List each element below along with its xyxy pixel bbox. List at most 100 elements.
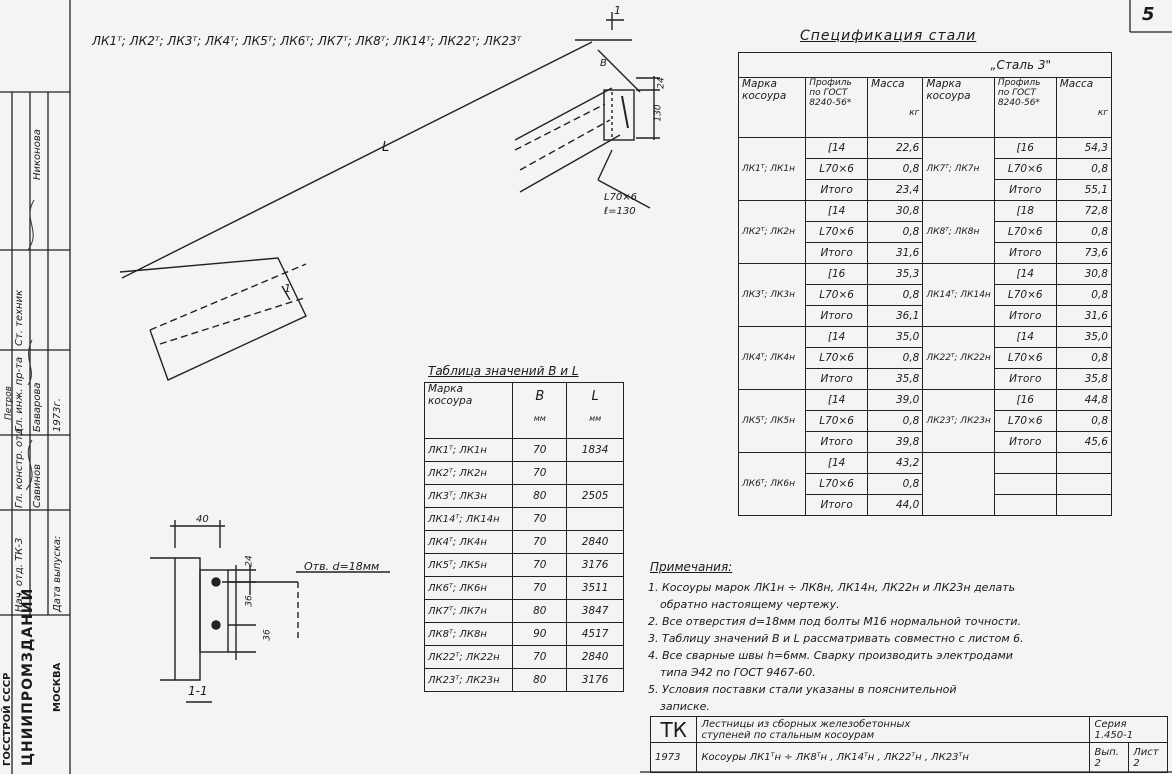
note-line: обратно настоящему чертежу. [660,598,840,611]
spec-profile-cell: [14 [805,452,869,474]
dim-130-label: 130 [653,104,664,122]
spec-profile-cell: [14 [805,389,869,411]
spec-mass-cell: 45,6 [1055,431,1113,453]
values-cell-l [566,507,624,531]
values-cell-l: 2840 [566,645,624,669]
spec-mass-cell: 35,3 [867,263,924,285]
spec-header-mass-text: Масса [871,78,905,90]
spec-table: „Сталь 3" Марка косоура Профиль по ГОСТ … [737,52,1113,516]
values-cell-l [566,461,624,485]
spec-profile-cell: Итого [805,494,869,516]
spec-profile-cell: L70×6 [805,158,869,180]
spec-profile-cell: Итого [805,179,869,201]
values-header-l-unit: мм [589,414,602,423]
spec-mass-cell: 54,3 [1055,137,1113,159]
angle-profile-label: L70×6 [604,192,638,203]
note-line: 2. Все отверстия d=18мм под болты М16 но… [648,615,1022,628]
spec-mark-left: ЛК2ᵀ; ЛК2н [737,200,807,264]
spec-mark-left: ЛК5ᵀ; ЛК5н [737,389,807,453]
spec-mass-cell: 39,8 [867,431,924,453]
values-cell-l: 1834 [566,438,624,462]
spec-mass-cell: 0,8 [1055,410,1113,432]
spec-profile-cell: Итого [805,242,869,264]
spec-mark-right: ЛК7ᵀ; ЛК7н [922,137,995,201]
tb-year: 1973 [649,742,698,773]
note-line: записке. [660,700,710,713]
values-cell-b: 70 [512,530,568,554]
spec-profile-cell: L70×6 [993,410,1057,432]
stamp-city: МОСКВА [52,662,63,712]
notes-list: 1. Косоуры марок ЛК1н ÷ ЛК8н, ЛК14н, ЛК2… [648,580,1024,716]
dim-40-label: 40 [196,514,209,525]
spec-mark-left: ЛК4ᵀ; ЛК4н [737,326,807,390]
tb-list: Лист 2 [1128,742,1168,773]
spec-profile-cell: [14 [993,326,1057,348]
spec-profile-cell: L70×6 [805,410,869,432]
values-header-l-text: L [591,389,599,404]
spec-mass-cell: 30,8 [1055,263,1113,285]
spec-mass-cell: 31,6 [867,242,924,264]
values-cell-l: 3847 [566,599,624,623]
note-line: 1. Косоуры марок ЛК1н ÷ ЛК8н, ЛК14н, ЛК2… [648,581,1016,594]
spec-header-profile: Профиль по ГОСТ 8240-56* [805,77,869,138]
values-header-mark: Марка косоура [423,382,514,439]
spec-mass-cell [1055,494,1113,516]
values-cell-mark: ЛК3ᵀ; ЛК3н [423,484,514,508]
values-cell-b: 80 [512,599,568,623]
values-cell-mark: ЛК2ᵀ; ЛК2н [423,461,514,485]
values-cell-mark: ЛК1ᵀ; ЛК1н [423,438,514,462]
spec-mass-cell: 35,8 [867,368,924,390]
values-cell-b: 80 [512,484,568,508]
stamp-org2: ЦНИИПРОМЗДАНИЙ [20,587,36,766]
spec-mass-cell: 0,8 [1055,347,1113,369]
spec-profile-cell: Итого [805,368,869,390]
values-cell-mark: ЛК22ᵀ; ЛК22н [423,645,514,669]
note-line: 4. Все сварные швы h=6мм. Сварку произво… [648,649,1013,662]
tb-vyp: Вып. 2 [1089,742,1130,773]
notes-title: Примечания: [650,560,733,574]
values-header-b: B мм [512,382,568,439]
spec-mark-right: ЛК14ᵀ; ЛК14н [922,263,995,327]
values-cell-b: 70 [512,461,568,485]
values-cell-l: 3511 [566,576,624,600]
spec-mass-cell: 35,0 [1055,326,1113,348]
tb-series: Серия 1.450-1 [1089,716,1168,743]
values-cell-mark: ЛК6ᵀ; ЛК6н [423,576,514,600]
spec-header-mass: Масса кг [867,77,924,138]
spec-mass-cell: 0,8 [867,221,924,243]
spec-profile-cell: [16 [993,389,1057,411]
spec-profile-cell: Итого [993,431,1057,453]
spec-profile-cell: [16 [805,263,869,285]
spec-header-mark-2: Марка косоура [922,77,995,138]
spec-mass-cell: 55,1 [1055,179,1113,201]
spec-header-profile-2: Профиль по ГОСТ 8240-56* [993,77,1057,138]
spec-profile-cell: [18 [993,200,1057,222]
stamp-org1: ГОССТРОЙ СССР [2,672,13,766]
spec-profile-cell: Итого [805,305,869,327]
spec-profile-cell [993,452,1057,474]
spec-profile-cell: [14 [993,263,1057,285]
values-header-l: L мм [566,382,624,439]
spec-mass-cell: 35,0 [867,326,924,348]
tb-desc-line2: ступеней по стальным косоурам [701,729,875,741]
hole-label: Отв. d=18мм [304,560,380,573]
spec-profile-cell: L70×6 [805,347,869,369]
spec-header-unit-2: кг [1097,108,1108,118]
spec-profile-cell: Итого [993,179,1057,201]
dim-36a-label: 36 [244,595,255,607]
spec-mass-cell: 44,8 [1055,389,1113,411]
values-cell-l: 2505 [566,484,624,508]
spec-mass-cell: 39,0 [867,389,924,411]
values-cell-l: 3176 [566,668,624,692]
spec-mass-cell: 36,1 [867,305,924,327]
spec-header-unit: кг [909,108,920,118]
